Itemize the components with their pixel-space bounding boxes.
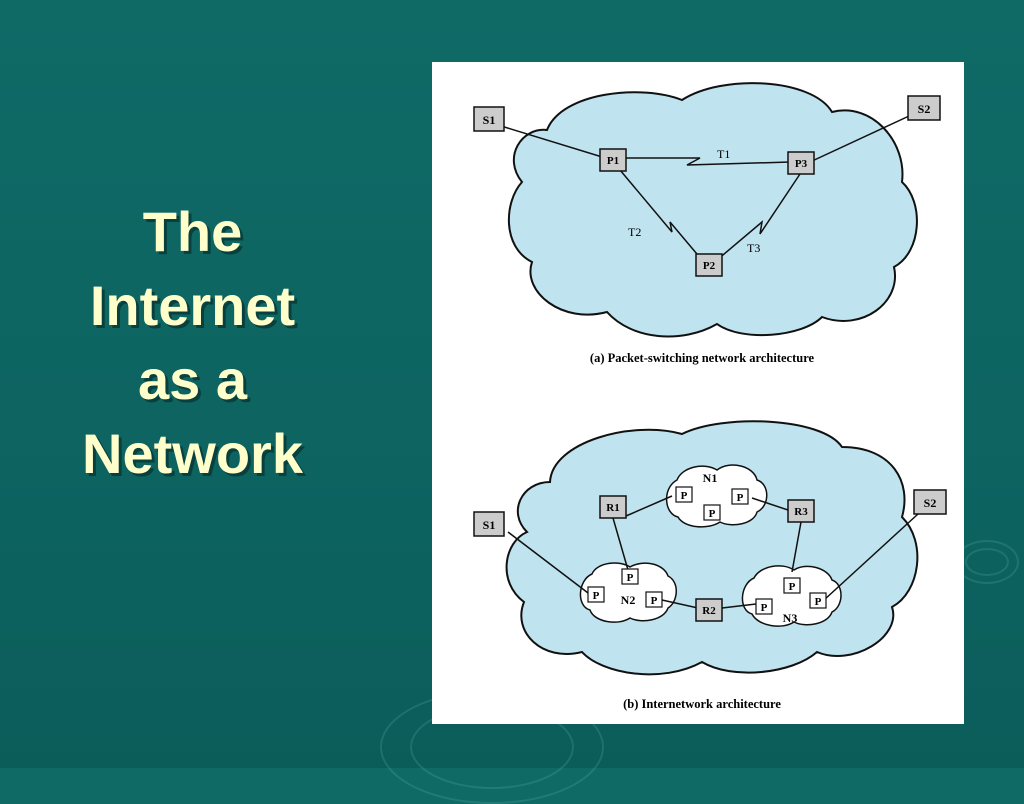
title-line: The xyxy=(142,200,243,263)
network-diagrams-svg: T1 T2 T3 S1 S2 P1 P3 P2 (a) Packet-switc… xyxy=(473,82,947,711)
packet-switch-box xyxy=(731,488,749,505)
link-t1 xyxy=(622,157,791,166)
node-box xyxy=(907,95,941,121)
link-line xyxy=(721,603,757,609)
link-t3 xyxy=(716,173,801,261)
link-line xyxy=(487,121,613,161)
node-s1: S1 xyxy=(483,518,496,532)
network-label-n3: N3 xyxy=(783,611,798,625)
packet-switch-label: P xyxy=(709,508,716,520)
router-r1: R1 xyxy=(606,502,619,514)
packet-switch-box xyxy=(809,592,827,609)
packet-switch-box xyxy=(587,586,605,603)
packet-switch-box xyxy=(645,591,663,608)
packet-switch-box xyxy=(621,568,639,585)
caption-a: (a) Packet-switching network architectur… xyxy=(590,351,815,365)
diagram-b: S1 S2 R1 R3 R2 N1 N2 N3 P P P P P P P P … xyxy=(473,420,947,711)
node-s1: S1 xyxy=(483,113,496,127)
link-label-t2: T2 xyxy=(628,225,641,239)
router-r3: R3 xyxy=(794,506,808,518)
packet-switch-label: P xyxy=(593,590,600,602)
router-r2: R2 xyxy=(702,605,716,617)
link-line xyxy=(809,109,923,163)
packet-switch-label: P xyxy=(737,492,744,504)
packet-switch-box xyxy=(703,504,721,521)
packet-switch-label: P xyxy=(627,572,634,584)
node-box xyxy=(695,253,723,277)
packet-switch-label: P xyxy=(815,596,822,608)
packet-switch-box xyxy=(755,598,773,615)
title-line: Network xyxy=(82,422,303,485)
node-p3: P3 xyxy=(795,158,808,170)
node-s2: S2 xyxy=(924,496,937,510)
router-box xyxy=(787,499,815,523)
link-line xyxy=(823,513,919,601)
network-cloud xyxy=(507,82,918,338)
node-box xyxy=(599,148,627,172)
packet-switch-label: P xyxy=(651,595,658,607)
background-swirl xyxy=(965,548,1009,576)
network-figure: T1 T2 T3 S1 S2 P1 P3 P2 (a) Packet-switc… xyxy=(432,62,964,724)
link-line xyxy=(612,517,629,571)
link-line xyxy=(625,495,673,517)
title-line: Internet xyxy=(89,274,296,337)
packet-switch-label: P xyxy=(681,490,688,502)
node-box xyxy=(473,511,505,537)
network-label-n2: N2 xyxy=(621,593,636,607)
router-box xyxy=(695,598,723,622)
node-box xyxy=(913,489,947,515)
diagram-a: T1 T2 T3 S1 S2 P1 P3 P2 (a) Packet-switc… xyxy=(473,82,941,365)
link-line xyxy=(751,497,789,511)
internetwork-cloud xyxy=(505,420,919,676)
caption-b: (b) Internetwork architecture xyxy=(623,697,781,711)
node-box xyxy=(473,106,505,132)
node-s2: S2 xyxy=(918,102,931,116)
router-box xyxy=(599,495,627,519)
network-label-n1: N1 xyxy=(703,471,718,485)
packet-switch-box xyxy=(675,486,693,503)
node-p1: P1 xyxy=(607,155,619,167)
link-line xyxy=(507,531,593,597)
title-line: as a xyxy=(138,348,247,411)
node-box xyxy=(787,151,815,175)
link-line xyxy=(661,599,699,609)
network-cloud-n1 xyxy=(665,464,768,528)
link-label-t3: T3 xyxy=(747,241,760,255)
packet-switch-label: P xyxy=(789,581,796,593)
link-t2 xyxy=(619,169,703,261)
link-label-t1: T1 xyxy=(717,147,730,161)
slide-title: The Internet as a Network xyxy=(50,195,335,491)
node-p2: P2 xyxy=(703,260,716,272)
packet-switch-label: P xyxy=(761,602,768,614)
link-line xyxy=(791,521,802,573)
packet-switch-box xyxy=(783,577,801,594)
